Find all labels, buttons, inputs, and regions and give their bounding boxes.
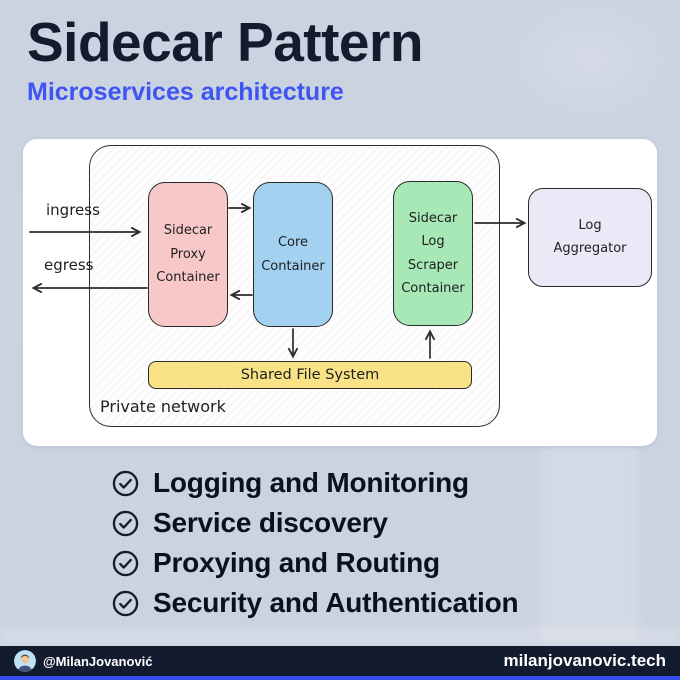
checklist-item-label: Logging and Monitoring: [153, 467, 469, 498]
page-title: Sidecar Pattern: [27, 11, 424, 73]
footer-author: @MilanJovanović: [14, 650, 152, 672]
circle-check-icon: [112, 510, 139, 536]
node-label: Sidecar Log Scraper Container: [401, 210, 465, 296]
checklist-item: Proxying and Routing: [112, 547, 518, 578]
background-blob: [0, 626, 680, 646]
avatar-image: [14, 650, 36, 672]
page-subtitle: Microservices architecture: [27, 77, 344, 106]
egress-label: egress: [44, 256, 94, 274]
footer-accent-strip: [0, 676, 680, 680]
checklist-item: Security and Authentication: [112, 587, 519, 618]
node-shared-file-system: Shared File System: [148, 361, 472, 389]
node-log-aggregator: Log Aggregator: [528, 188, 652, 287]
header: Sidecar Pattern Microservices architectu…: [27, 11, 424, 107]
node-label: Log Aggregator: [553, 218, 627, 256]
diagram-arrows: [29, 202, 527, 359]
benefits-checklist: Logging and Monitoring Service discovery…: [112, 467, 519, 629]
footer-bar: @MilanJovanović milanjovanovic.tech: [0, 646, 680, 676]
footer-website: milanjovanovic.tech: [503, 651, 667, 670]
node-sidecar-proxy-container: Sidecar Proxy Container: [148, 182, 228, 327]
node-core-container: Core Container: [253, 182, 333, 327]
node-sidecar-log-scraper-container: Sidecar Log Scraper Container: [393, 181, 473, 326]
checklist-item-label: Proxying and Routing: [153, 547, 440, 578]
background-blob: [540, 445, 640, 645]
footer-handle: @MilanJovanović: [43, 653, 153, 669]
avatar: [14, 650, 36, 672]
checklist-item: Service discovery: [112, 507, 518, 538]
circle-check-icon: [112, 470, 139, 496]
node-label: Core Container: [261, 235, 325, 274]
checklist-item-label: Service discovery: [153, 507, 388, 538]
background-blob: [480, 0, 680, 140]
circle-check-icon: [112, 550, 139, 576]
checklist-item-label: Security and Authentication: [153, 587, 519, 618]
node-label: Sidecar Proxy Container: [156, 223, 220, 286]
circle-check-icon: [112, 590, 139, 616]
diagram-card: Sidecar Proxy Container Core Container S…: [23, 139, 657, 446]
ingress-label: ingress: [46, 201, 100, 219]
checklist-item: Logging and Monitoring: [112, 467, 518, 498]
private-network-label: Private network: [100, 397, 226, 416]
node-label: Shared File System: [240, 367, 380, 383]
